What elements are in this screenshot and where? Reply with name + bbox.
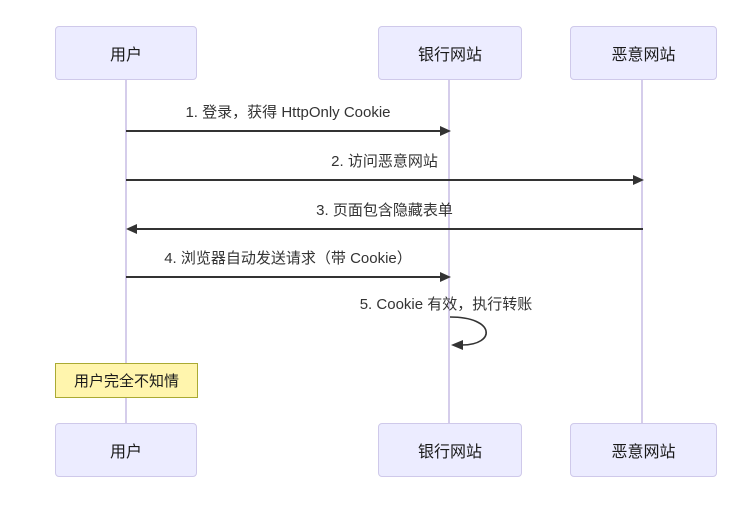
actor-evil-label: 恶意网站 <box>611 444 676 461</box>
self-loop-arrow-icon <box>449 316 487 350</box>
actor-bank-label: 银行网站 <box>417 47 482 64</box>
message-line-1 <box>126 130 440 132</box>
actor-user-bottom: 用户 <box>55 423 197 477</box>
message-line-4 <box>126 276 440 278</box>
actor-bank-label: 银行网站 <box>417 444 482 461</box>
actor-bank-bottom: 银行网站 <box>378 423 522 477</box>
note-text: 用户完全不知情 <box>73 373 179 390</box>
message-line-2 <box>126 179 633 181</box>
actor-user-label: 用户 <box>109 47 142 64</box>
actor-user-top: 用户 <box>55 26 197 80</box>
note-box: 用户完全不知情 <box>55 363 198 398</box>
message-label-5: 5. Cookie 有效，执行转账 <box>359 296 533 313</box>
actor-user-label: 用户 <box>109 444 142 461</box>
message-label-4: 4. 浏览器自动发送请求（带 Cookie） <box>164 250 412 267</box>
actor-evil-label: 恶意网站 <box>611 47 676 64</box>
message-label-3: 3. 页面包含隐藏表单 <box>316 202 453 219</box>
arrowhead-left-icon <box>126 224 137 234</box>
arrowhead-right-icon <box>633 175 644 185</box>
actor-evil-top: 恶意网站 <box>570 26 717 80</box>
actor-bank-top: 银行网站 <box>378 26 522 80</box>
lifeline-evil <box>641 80 643 423</box>
actor-evil-bottom: 恶意网站 <box>570 423 717 477</box>
message-label-2: 2. 访问恶意网站 <box>331 153 438 170</box>
lifeline-user <box>125 80 127 423</box>
arrowhead-right-icon <box>440 272 451 282</box>
lifeline-bank <box>448 80 450 423</box>
message-line-3 <box>136 228 643 230</box>
message-label-1: 1. 登录，获得 HttpOnly Cookie <box>185 104 391 121</box>
arrowhead-right-icon <box>440 126 451 136</box>
